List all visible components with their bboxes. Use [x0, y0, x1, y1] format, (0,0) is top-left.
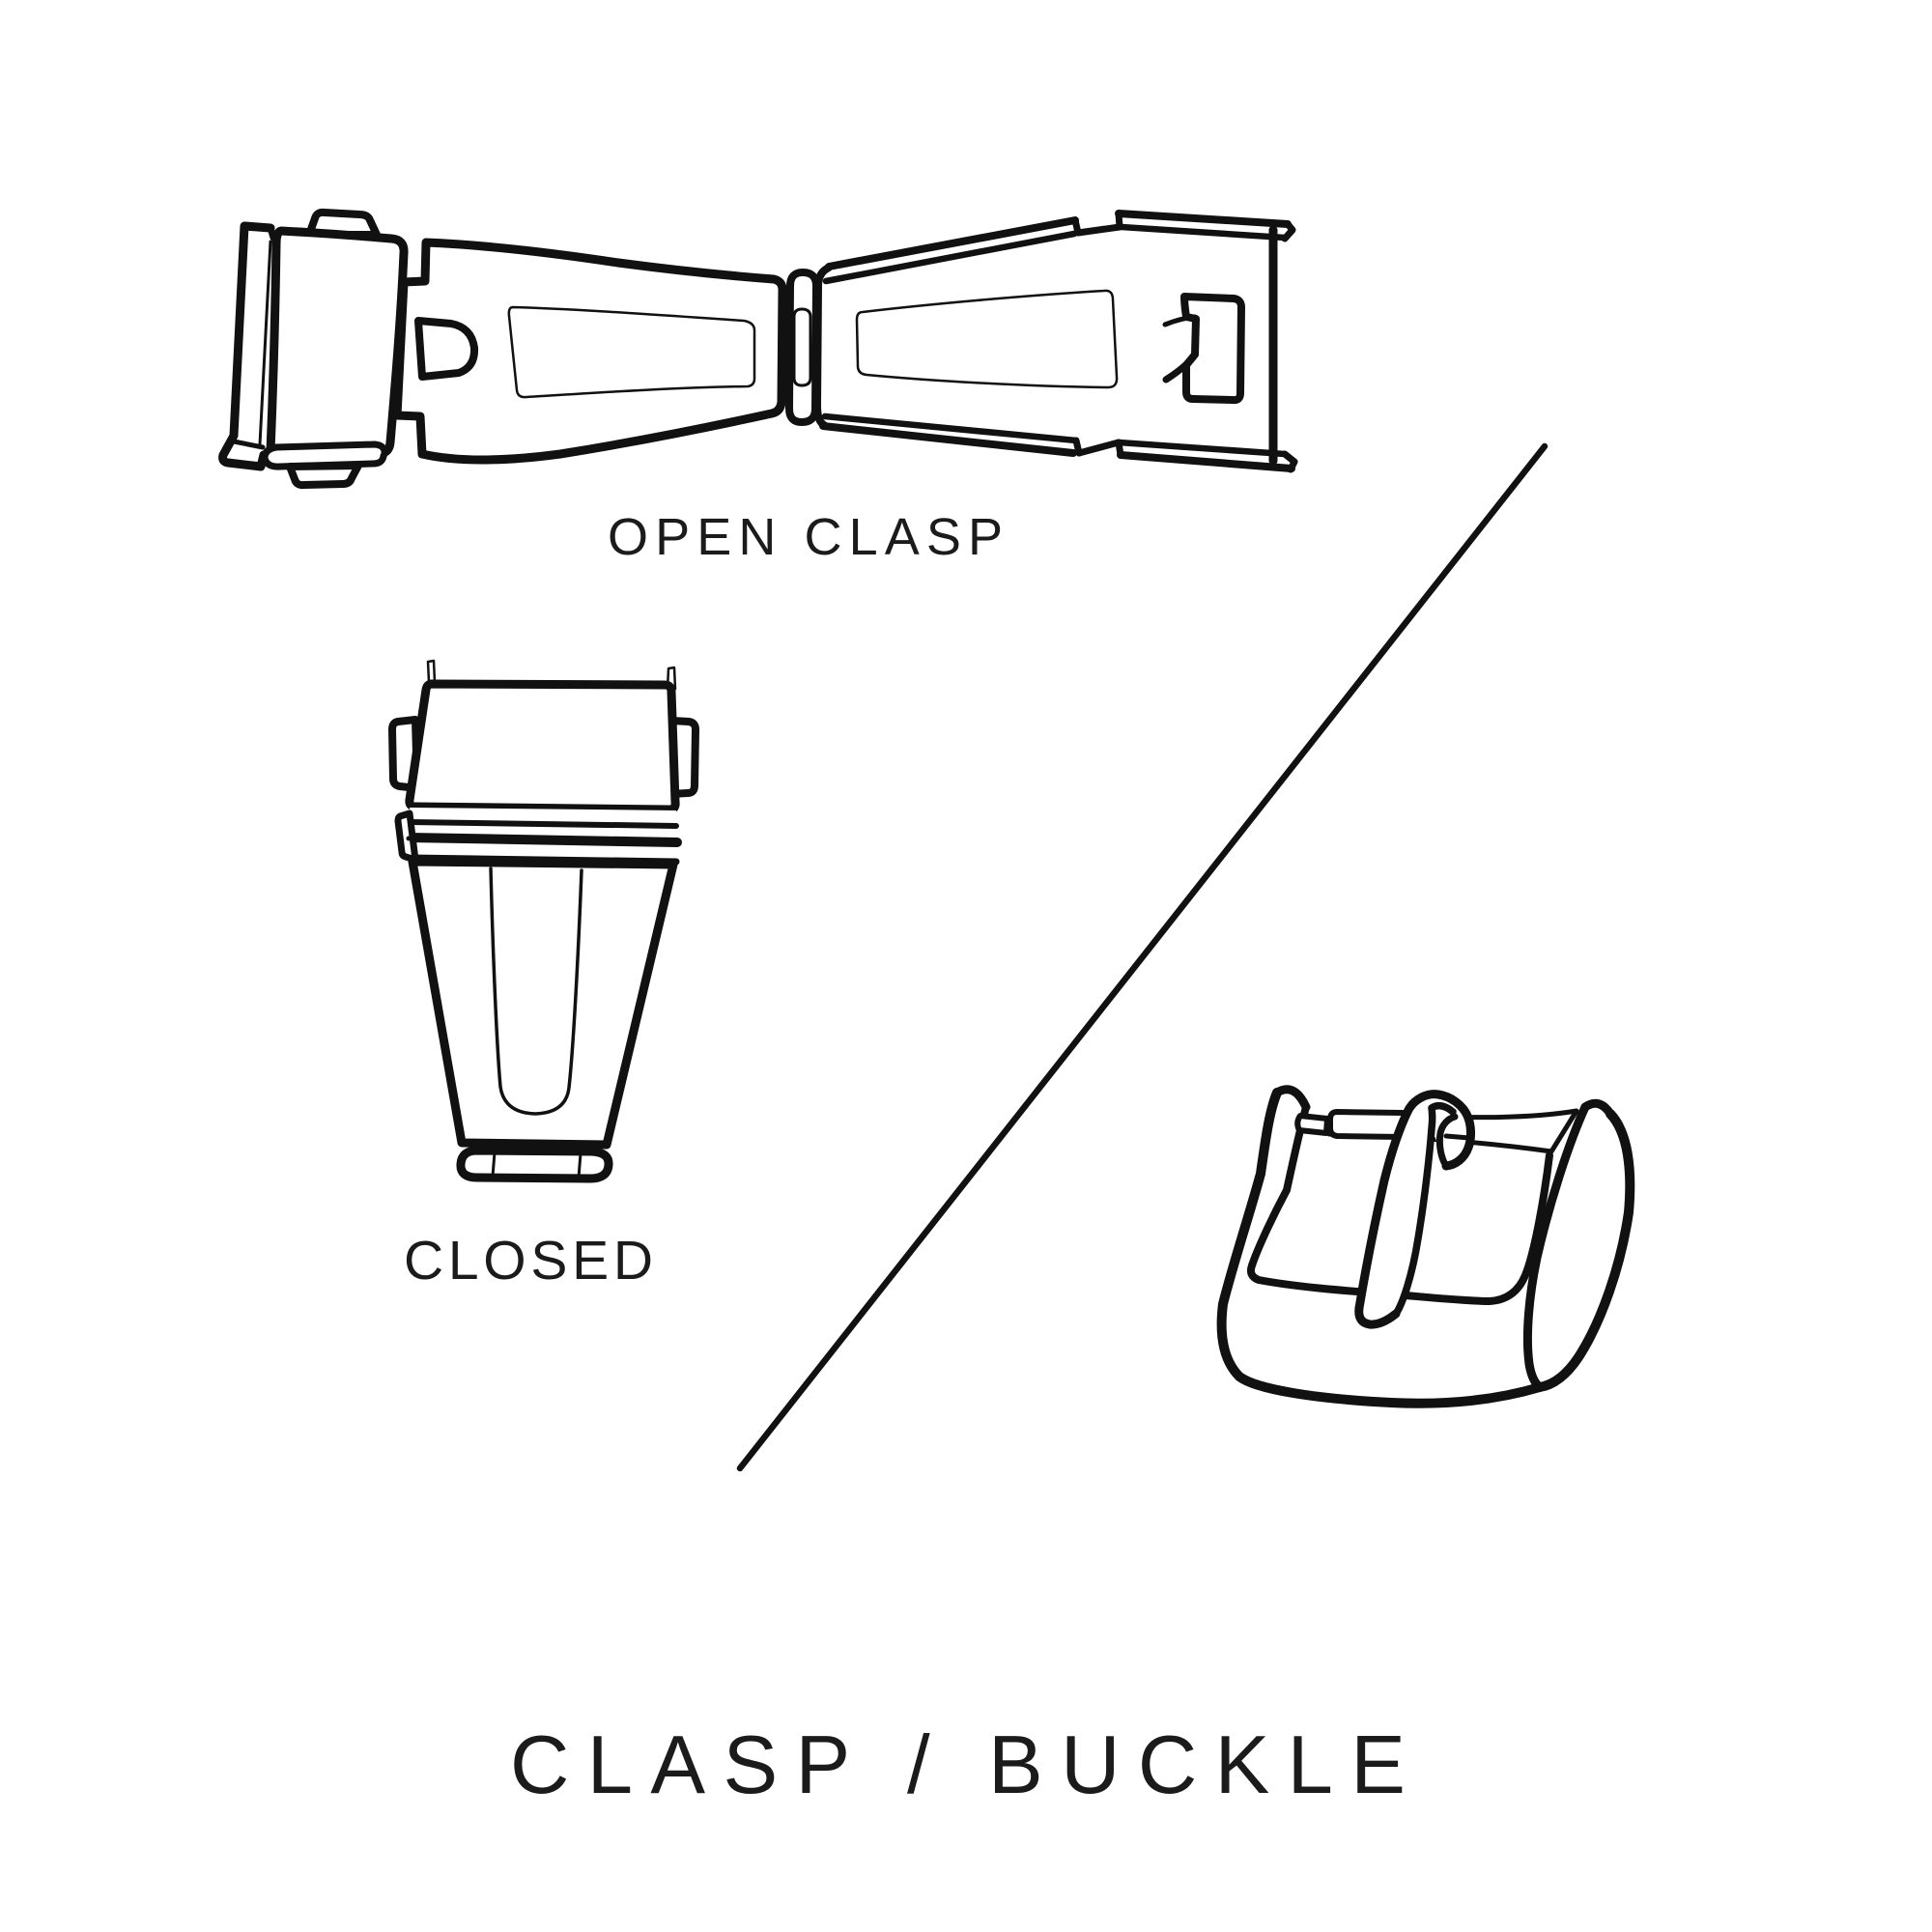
svg-text:CLASP / BUCKLE: CLASP / BUCKLE	[510, 1719, 1425, 1811]
svg-text:OPEN CLASP: OPEN CLASP	[608, 508, 1014, 566]
svg-text:CLOSED: CLOSED	[404, 1230, 665, 1292]
